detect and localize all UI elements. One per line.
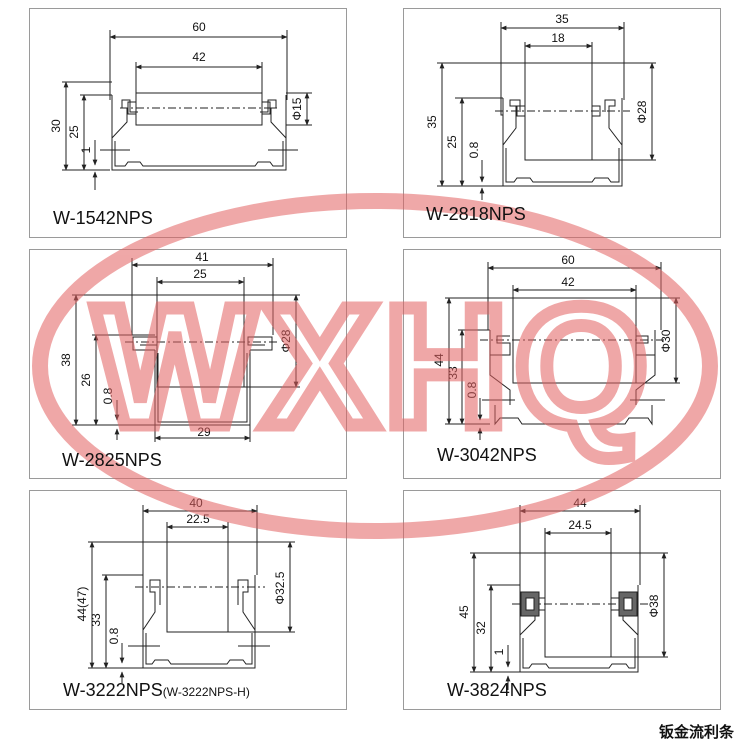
model-label-w3222: W-3222NPS(W-3222NPS-H) bbox=[63, 680, 250, 701]
end-cap-right-w3824 bbox=[618, 591, 638, 617]
dim-w1542-height: 30 bbox=[49, 119, 63, 133]
dim-w3824-thick: 1 bbox=[492, 648, 506, 655]
model-name: W-2818NPS bbox=[426, 204, 526, 224]
dim-w3824-height: 45 bbox=[457, 605, 471, 619]
model-label-w2825: W-2825NPS bbox=[62, 450, 162, 471]
dim-w2825-height: 38 bbox=[59, 353, 73, 367]
dim-w3222-height: 44(47) bbox=[75, 587, 89, 622]
dim-w2825-roller: Φ28 bbox=[279, 329, 293, 352]
profile-w3824 bbox=[470, 505, 668, 690]
dim-w2825-width: 41 bbox=[195, 250, 209, 264]
end-cap-left-w3824 bbox=[520, 591, 540, 617]
dim-w3042-height: 44 bbox=[432, 353, 446, 367]
dim-labels-w1542: 60 42 30 25 1 Φ15 bbox=[49, 20, 304, 153]
dim-w2818-thick: 0.8 bbox=[467, 141, 481, 158]
model-name: W-1542NPS bbox=[53, 208, 153, 228]
watermark-ring bbox=[32, 193, 718, 539]
dim-w3042-roller: Φ30 bbox=[659, 329, 673, 352]
profile-w1542 bbox=[62, 30, 312, 190]
dim-w1542-inner: 42 bbox=[192, 50, 206, 64]
dim-w3222-mid: 33 bbox=[89, 613, 103, 627]
model-label-w3042: W-3042NPS bbox=[437, 445, 537, 466]
dim-w2818-height: 35 bbox=[425, 115, 439, 129]
dim-w3042-inner: 42 bbox=[561, 275, 575, 289]
dim-w2818-mid: 25 bbox=[445, 135, 459, 149]
dim-w1542-roller: Φ15 bbox=[290, 97, 304, 120]
model-label-w3824: W-3824NPS bbox=[447, 680, 547, 701]
model-name: W-3222NPS bbox=[63, 680, 163, 700]
dim-w2825-thick: 0.8 bbox=[101, 387, 115, 404]
dim-w2818-inner: 18 bbox=[551, 31, 565, 45]
profile-w3042 bbox=[445, 262, 680, 440]
dim-w2825-mid: 26 bbox=[79, 373, 93, 387]
dim-w2825-inner: 25 bbox=[193, 267, 207, 281]
dim-w3824-inner: 24.5 bbox=[568, 518, 592, 532]
model-label-w2818: W-2818NPS bbox=[426, 204, 526, 225]
dim-w3824-roller: Φ38 bbox=[647, 594, 661, 617]
dim-w2818-width: 35 bbox=[555, 12, 569, 26]
dim-w2825-base: 29 bbox=[197, 425, 211, 439]
profile-w2825 bbox=[72, 258, 300, 442]
dim-w2818-roller: Φ28 bbox=[635, 100, 649, 123]
model-suffix: (W-3222NPS-H) bbox=[162, 685, 250, 699]
dim-w3042-thick: 0.8 bbox=[465, 381, 479, 398]
model-name: W-3042NPS bbox=[437, 445, 537, 465]
dim-w3222-thick: 0.8 bbox=[107, 627, 121, 644]
model-name: W-3824NPS bbox=[447, 680, 547, 700]
watermark-logo: WXHQ bbox=[32, 193, 718, 539]
dim-labels-w2818: 35 18 35 25 0.8 Φ28 bbox=[425, 12, 649, 158]
dim-w3042-mid: 33 bbox=[446, 366, 460, 380]
dim-w1542-mid: 25 bbox=[67, 125, 81, 139]
dim-labels-w2825: 41 25 38 26 0.8 Φ28 29 bbox=[59, 250, 293, 439]
watermark-text: WXHQ bbox=[95, 272, 656, 462]
model-label-w1542: W-1542NPS bbox=[53, 208, 153, 229]
dim-w1542-thick: 1 bbox=[79, 146, 93, 153]
dim-w1542-width: 60 bbox=[192, 20, 206, 34]
dim-w3824-mid: 32 bbox=[474, 621, 488, 635]
model-name: W-2825NPS bbox=[62, 450, 162, 470]
footer-caption: 钣金流利条 bbox=[658, 723, 734, 741]
dim-labels-w3042: 60 42 44 33 0.8 Φ30 bbox=[432, 253, 673, 398]
dim-w3222-roller: Φ32.5 bbox=[273, 571, 287, 604]
dim-w3042-width: 60 bbox=[561, 253, 575, 267]
profile-w3222 bbox=[88, 505, 295, 683]
profile-w2818 bbox=[437, 22, 656, 200]
